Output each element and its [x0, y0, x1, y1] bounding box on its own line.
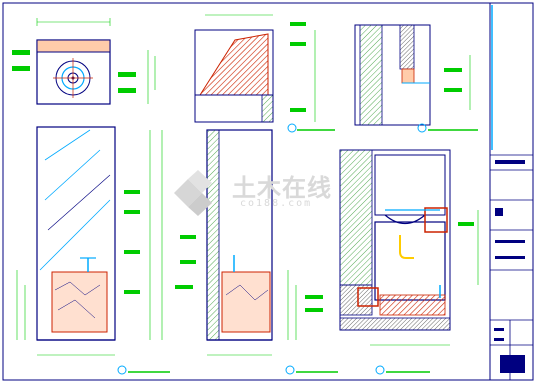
watermark-logo-icon	[174, 170, 212, 216]
detail-section	[305, 149, 479, 375]
callout-box-lower	[357, 287, 379, 307]
side-elevation	[175, 129, 338, 375]
sheet-border	[2, 2, 534, 381]
section-view-top-right	[354, 24, 478, 133]
watermark-text: 土木在线	[232, 174, 332, 202]
callout-box-upper	[424, 207, 448, 233]
detail-marker	[417, 123, 427, 133]
front-elevation	[16, 126, 170, 375]
plan-view	[12, 18, 156, 105]
section-view-top-center	[194, 14, 335, 133]
elevation-marker	[117, 365, 127, 375]
title-block	[490, 5, 533, 380]
section-marker	[287, 123, 297, 133]
watermark-subtext: co188.com	[240, 198, 313, 209]
